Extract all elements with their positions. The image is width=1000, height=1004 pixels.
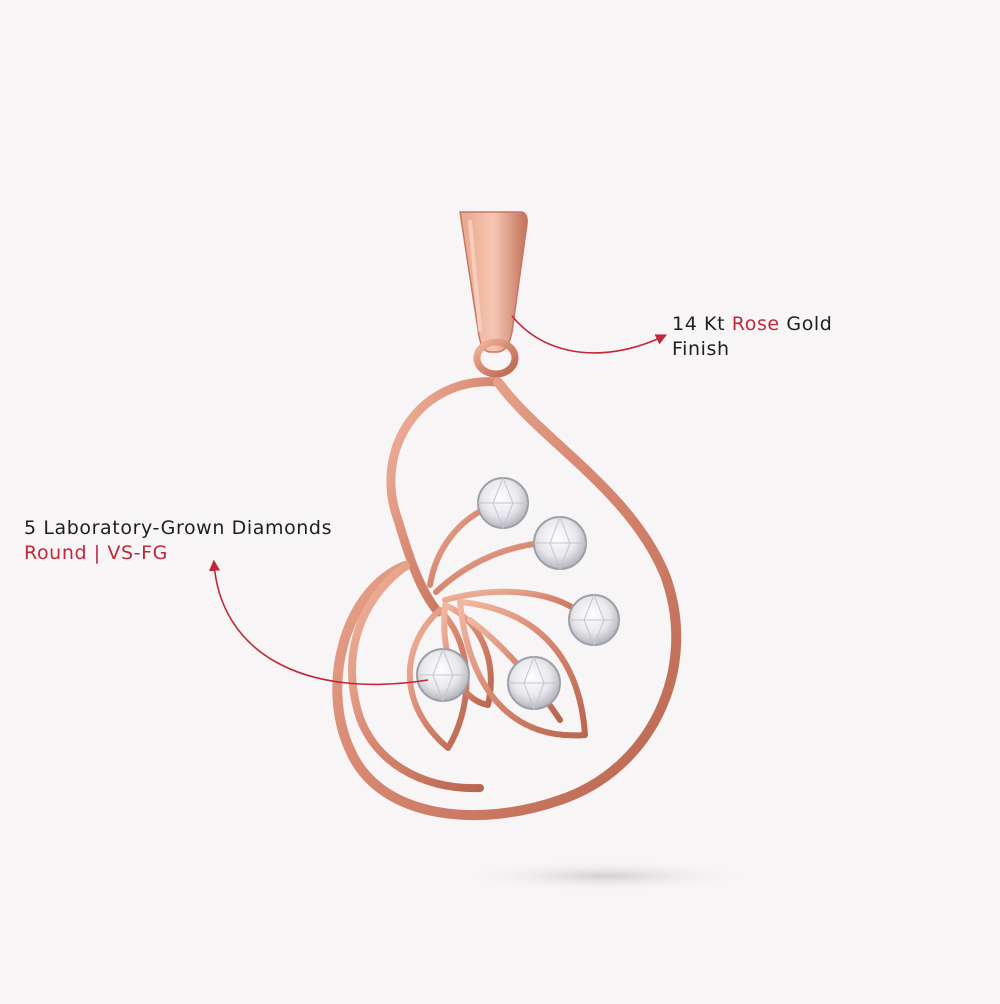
gold-callout-highlight: Rose <box>731 313 780 335</box>
diamond-stone <box>416 647 470 703</box>
diamond-stone <box>568 593 620 647</box>
gold-callout-prefix: 14 Kt <box>672 313 732 335</box>
gold-callout-line2: Finish <box>672 338 730 360</box>
diamond-stone <box>533 515 587 571</box>
gold-callout-suffix: Gold <box>779 313 833 335</box>
diamonds-callout: 5 Laboratory-Grown Diamonds Round | VS-F… <box>24 516 332 566</box>
gold-callout-line1: 14 Kt Rose Gold <box>672 312 832 337</box>
gold-finish-callout: 14 Kt Rose Gold Finish <box>672 312 832 362</box>
pendant-bail <box>459 211 528 378</box>
pendant-frame <box>332 377 682 821</box>
diamond-stone <box>477 476 529 530</box>
gold-callout-arrow <box>511 315 668 354</box>
diamonds-callout-arrow <box>208 559 429 686</box>
diamond-stone <box>507 655 561 711</box>
diamonds-callout-line1: 5 Laboratory-Grown Diamonds <box>24 517 333 539</box>
diamonds-callout-line2: Round | VS-FG <box>24 542 168 564</box>
pendant-shadow <box>455 860 755 892</box>
diamond-stones <box>416 476 620 711</box>
